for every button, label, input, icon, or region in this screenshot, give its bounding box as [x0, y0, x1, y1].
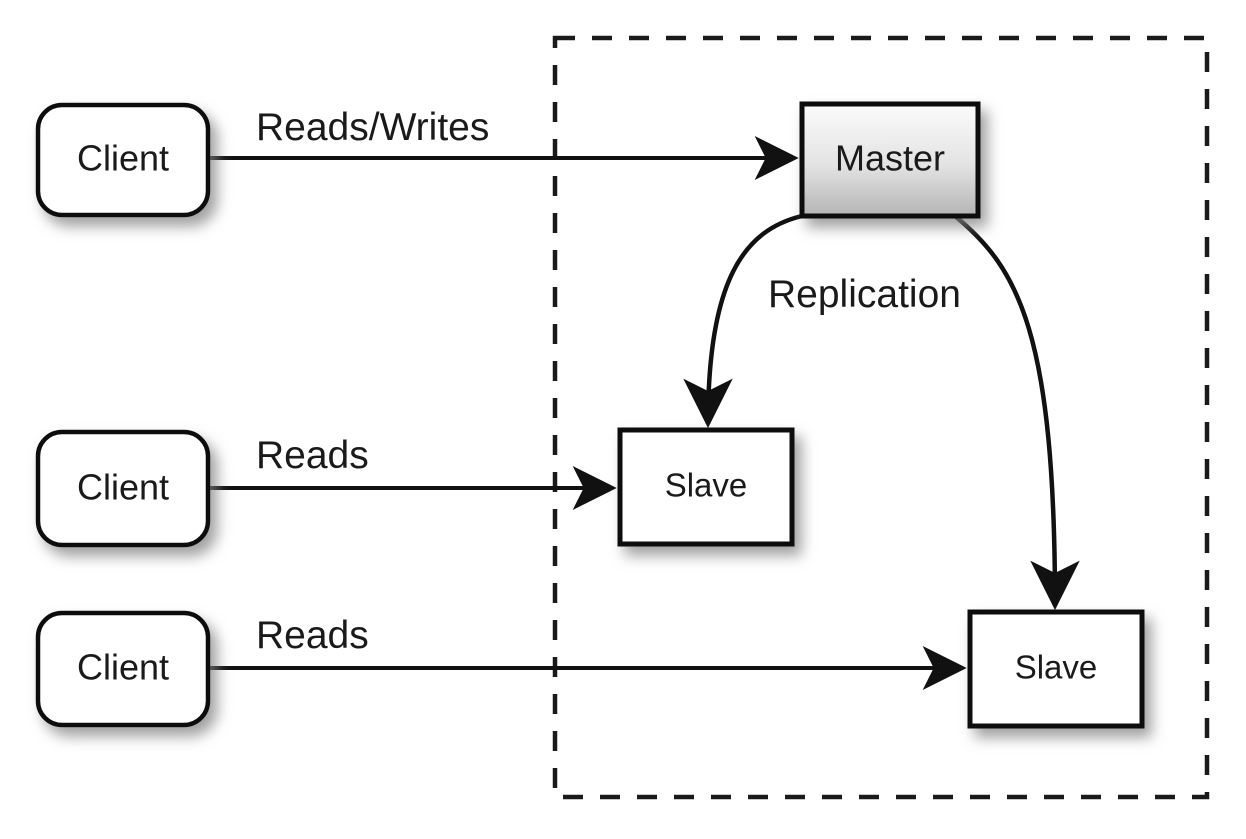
slave-2-label: Slave — [1015, 649, 1098, 686]
node-slave-2[interactable]: Slave — [967, 609, 1145, 729]
client-3-label: Client — [77, 647, 169, 688]
edge-master-slave1-replication — [683, 213, 803, 429]
database-cluster-boundary — [552, 35, 1210, 800]
edge-label-reads-writes: Reads/Writes — [256, 106, 489, 149]
node-client-1[interactable]: Client — [35, 102, 211, 218]
client-1-box[interactable] — [35, 102, 211, 218]
node-master[interactable]: Master — [799, 101, 981, 219]
client-3-box[interactable] — [35, 610, 211, 728]
edge-label-reads-slave1: Reads — [256, 434, 369, 477]
node-client-2[interactable]: Client — [35, 429, 211, 548]
client-2-box[interactable] — [35, 429, 211, 548]
node-client-3[interactable]: Client — [35, 610, 211, 728]
edge-master-slave2-replication — [953, 214, 1080, 611]
client-2-label: Client — [77, 467, 169, 508]
slave-2-box[interactable] — [967, 609, 1145, 729]
client-1-label: Client — [77, 138, 169, 179]
slave-1-label: Slave — [665, 467, 748, 504]
master-box[interactable] — [799, 101, 981, 219]
node-slave-1[interactable]: Slave — [617, 427, 795, 547]
edge-label-reads-slave2: Reads — [256, 614, 369, 657]
slave-1-box[interactable] — [617, 427, 795, 547]
master-label: Master — [835, 138, 945, 179]
edge-label-replication: Replication — [768, 273, 961, 316]
